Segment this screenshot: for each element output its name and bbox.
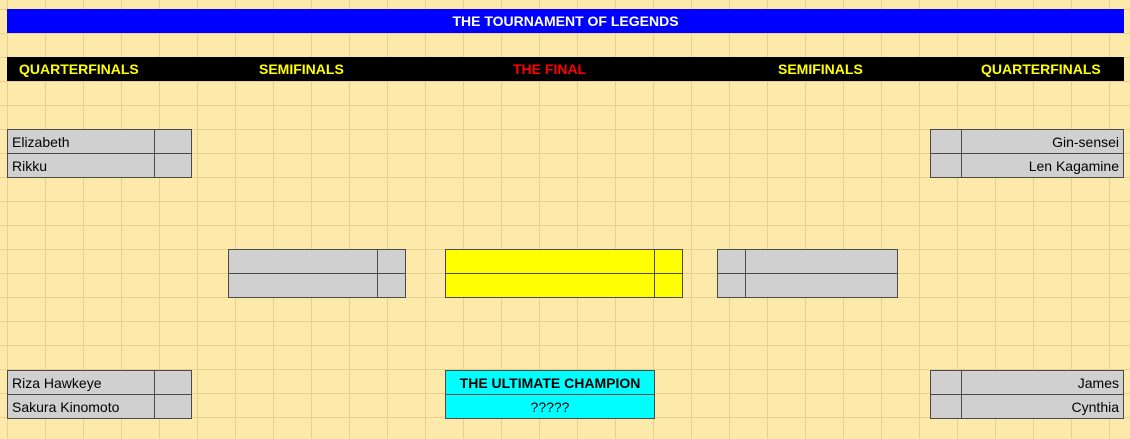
- right-qf-top-score-1[interactable]: [930, 129, 962, 154]
- right-qf-bottom-score-2[interactable]: [930, 394, 962, 419]
- right-semi-player-2[interactable]: [745, 273, 898, 298]
- right-qf-bottom-player-1[interactable]: James: [961, 370, 1124, 395]
- left-qf-bottom-player-2[interactable]: Sakura Kinomoto: [7, 394, 155, 419]
- round-label-right-quarterfinals: QUARTERFINALS: [981, 61, 1101, 77]
- champion-label: THE ULTIMATE CHAMPION: [445, 370, 655, 395]
- left-semi-score-2[interactable]: [377, 273, 406, 298]
- left-qf-bottom-score-1[interactable]: [154, 370, 192, 395]
- left-qf-bottom-score-2[interactable]: [154, 394, 192, 419]
- left-semi-player-2[interactable]: [228, 273, 378, 298]
- round-label-left-quarterfinals: QUARTERFINALS: [19, 61, 139, 77]
- right-qf-top-score-2[interactable]: [930, 153, 962, 178]
- round-label-right-semifinals: SEMIFINALS: [778, 61, 863, 77]
- left-semi-score-1[interactable]: [377, 249, 406, 274]
- left-qf-top-player-1[interactable]: Elizabeth: [7, 129, 155, 154]
- left-qf-top-score-2[interactable]: [154, 153, 192, 178]
- right-qf-bottom-score-1[interactable]: [930, 370, 962, 395]
- tournament-title: THE TOURNAMENT OF LEGENDS: [7, 9, 1124, 33]
- right-qf-bottom-player-2[interactable]: Cynthia: [961, 394, 1124, 419]
- final-score-1[interactable]: [654, 249, 683, 274]
- left-qf-bottom-player-1[interactable]: Riza Hawkeye: [7, 370, 155, 395]
- round-label-final: THE FINAL: [513, 61, 587, 77]
- champion-value[interactable]: ?????: [445, 394, 655, 419]
- right-semi-score-2[interactable]: [717, 273, 746, 298]
- final-score-2[interactable]: [654, 273, 683, 298]
- right-qf-top-player-1[interactable]: Gin-sensei: [961, 129, 1124, 154]
- left-qf-top-score-1[interactable]: [154, 129, 192, 154]
- left-qf-top-player-2[interactable]: Rikku: [7, 153, 155, 178]
- round-label-left-semifinals: SEMIFINALS: [259, 61, 344, 77]
- left-semi-player-1[interactable]: [228, 249, 378, 274]
- final-player-2[interactable]: [445, 273, 655, 298]
- right-semi-player-1[interactable]: [745, 249, 898, 274]
- round-header-bar: [7, 57, 1124, 81]
- right-semi-score-1[interactable]: [717, 249, 746, 274]
- final-player-1[interactable]: [445, 249, 655, 274]
- right-qf-top-player-2[interactable]: Len Kagamine: [961, 153, 1124, 178]
